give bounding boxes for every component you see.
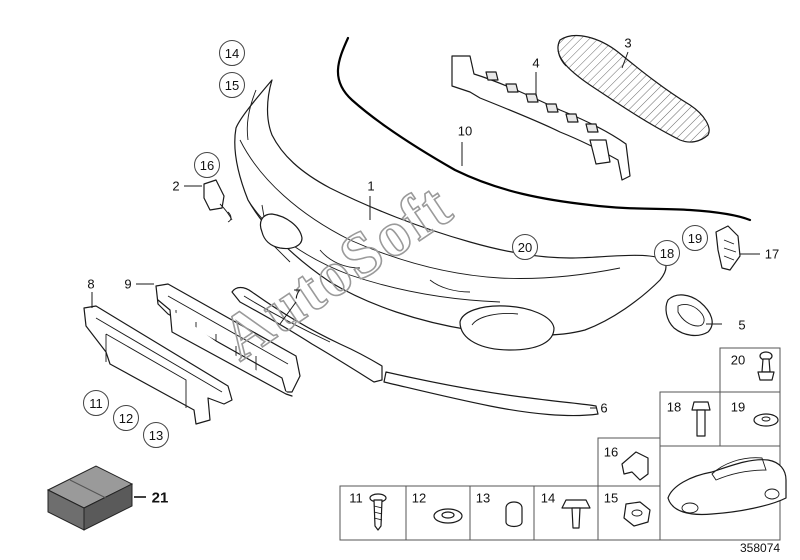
callout-8: 8: [87, 276, 95, 292]
parts-kit-box-icon: [46, 465, 146, 531]
grommet-icon: [433, 508, 463, 524]
car-thumbnail-icon: [667, 457, 787, 516]
hex-nut-icon: [623, 501, 651, 527]
hardware-label-14: 14: [540, 490, 556, 506]
frame-part-9: [155, 283, 301, 397]
push-rivet-icon: [757, 351, 775, 381]
callout-9: 9: [124, 276, 132, 292]
callout-15: 15: [219, 72, 245, 98]
cap-icon: [505, 501, 523, 528]
grille-part-3: [557, 34, 710, 143]
hardware-label-13: 13: [475, 490, 491, 506]
hardware-label-11: 11: [349, 490, 363, 506]
leader-lines: [91, 51, 760, 409]
expanding-rivet-icon: [561, 499, 591, 529]
callout-20: 20: [512, 234, 538, 260]
callout-11: 11: [83, 390, 109, 416]
plate-base-part-8: [83, 305, 233, 425]
callout-7: 7: [293, 286, 301, 302]
bracket-part-2: [203, 179, 233, 221]
bracket-part-4: [451, 55, 631, 181]
callout-18: 18: [654, 240, 680, 266]
callout-13: 13: [143, 422, 169, 448]
callout-12: 12: [113, 405, 139, 431]
callout-6: 6: [600, 400, 608, 416]
lower-strip-part-7: [231, 286, 383, 383]
callout-17: 17: [764, 246, 780, 262]
hose-part-10: [336, 36, 752, 222]
bolt-icon: [691, 401, 711, 437]
callout-14: 14: [219, 40, 245, 66]
hardware-label-19: 19: [730, 399, 746, 415]
hardware-16-near-bumper: [227, 211, 232, 223]
hardware-label-16: 16: [603, 444, 619, 460]
callout-3: 3: [624, 35, 632, 51]
callout-4: 4: [532, 55, 540, 71]
hardware-label-15: 15: [603, 490, 619, 506]
bumper-cover-part-1: [234, 79, 667, 351]
callout-21: 21: [151, 489, 169, 507]
hardware-label-20: 20: [730, 352, 746, 368]
clip-part-17: [715, 225, 741, 271]
callout-10: 10: [457, 123, 473, 139]
screw-icon: [369, 493, 387, 531]
callout-16: 16: [194, 152, 220, 178]
spoiler-part-6: [383, 371, 599, 417]
reference-number: 358074: [740, 541, 780, 555]
hardware-label-18: 18: [666, 399, 682, 415]
hardware-label-12: 12: [411, 490, 427, 506]
washer-icon: [753, 413, 779, 427]
clip-icon: [621, 451, 649, 481]
callout-1: 1: [367, 178, 375, 194]
fog-bezel-part-5: [665, 294, 713, 337]
callout-5: 5: [738, 317, 746, 333]
callout-2: 2: [172, 178, 180, 194]
callout-19: 19: [682, 225, 708, 251]
